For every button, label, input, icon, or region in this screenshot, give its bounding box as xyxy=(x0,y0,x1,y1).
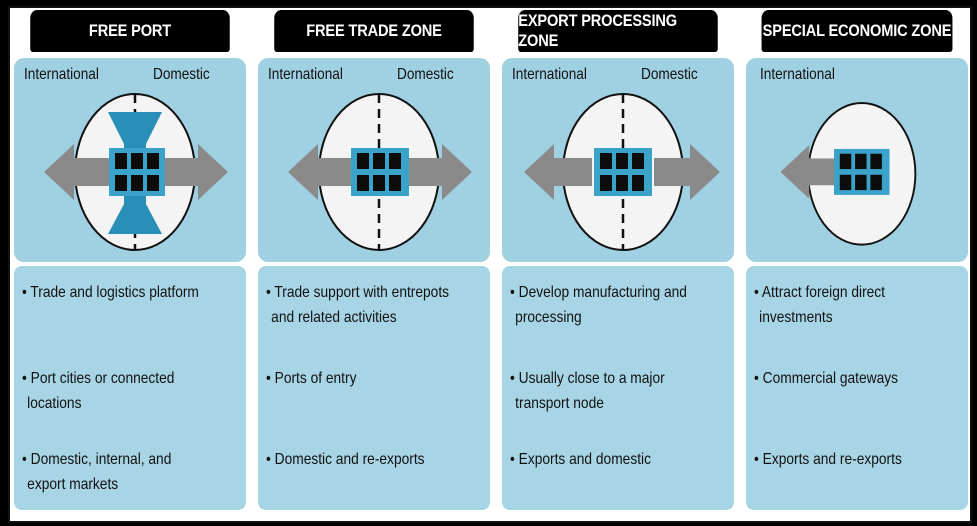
column-title: SPECIAL ECONOMIC ZONE xyxy=(761,10,953,52)
bullet-item: • Exports and re-exports xyxy=(754,451,902,468)
diagram-panel: International Domestic xyxy=(502,58,734,262)
column-free-port: FREE PORT International Domestic xyxy=(14,8,246,521)
arrow-icon xyxy=(164,144,228,200)
warehouse-grid-icon xyxy=(351,148,409,196)
column-title: EXPORT PROCESSING ZONE xyxy=(518,10,718,52)
label-domestic: Domestic xyxy=(641,66,698,83)
label-international: International xyxy=(24,66,99,83)
zone-diagram xyxy=(524,93,720,251)
description-panel: • Develop manufacturing and processing •… xyxy=(502,266,734,510)
label-domestic: Domestic xyxy=(153,66,210,83)
label-domestic: Domestic xyxy=(397,66,454,83)
zone-diagram xyxy=(780,102,917,246)
diagram-panel: International Domestic xyxy=(258,58,490,262)
label-international: International xyxy=(512,66,587,83)
diagram-panel: International xyxy=(746,58,968,262)
column-title: FREE TRADE ZONE xyxy=(274,10,474,52)
arrow-icon xyxy=(44,144,110,200)
description-panel: • Trade and logistics platform • Port ci… xyxy=(14,266,246,510)
bullet-item: • Develop manufacturing and processing xyxy=(510,284,687,326)
bullet-item: • Port cities or connected locations xyxy=(22,370,175,412)
label-international: International xyxy=(760,66,835,83)
bullet-item: • Ports of entry xyxy=(266,370,357,387)
arrow-icon xyxy=(408,144,472,200)
diagram-panel: International Domestic xyxy=(14,58,246,262)
bullet-item: • Domestic and re-exports xyxy=(266,451,425,468)
bullet-item: • Trade and logistics platform xyxy=(22,284,199,301)
zone-diagram xyxy=(288,93,472,251)
arrow-icon xyxy=(288,144,354,200)
bullet-item: • Exports and domestic xyxy=(510,451,651,468)
column-free-trade-zone: FREE TRADE ZONE International Domestic xyxy=(258,8,490,521)
warehouse-grid-icon xyxy=(834,148,890,195)
column-special-economic-zone: SPECIAL ECONOMIC ZONE International • xyxy=(746,8,968,521)
description-panel: • Attract foreign direct investments • C… xyxy=(746,266,968,510)
column-export-processing-zone: EXPORT PROCESSING ZONE International Dom… xyxy=(502,8,734,521)
bullet-item: • Attract foreign direct investments xyxy=(754,284,886,326)
warehouse-grid-icon xyxy=(109,148,165,196)
bullet-item: • Usually close to a major transport nod… xyxy=(510,370,665,412)
bullet-item: • Domestic, internal, and export markets xyxy=(22,451,172,493)
bullet-item: • Trade support with entrepots and relat… xyxy=(266,284,450,326)
arrow-icon xyxy=(654,144,720,200)
zone-diagram xyxy=(44,93,228,251)
bullet-item: • Commercial gateways xyxy=(754,370,898,387)
description-panel: • Trade support with entrepots and relat… xyxy=(258,266,490,510)
diagram-frame: FREE PORT International Domestic xyxy=(8,6,972,523)
label-international: International xyxy=(268,66,343,83)
column-title: FREE PORT xyxy=(30,10,230,52)
arrow-icon xyxy=(524,144,592,200)
warehouse-grid-icon xyxy=(594,148,652,196)
